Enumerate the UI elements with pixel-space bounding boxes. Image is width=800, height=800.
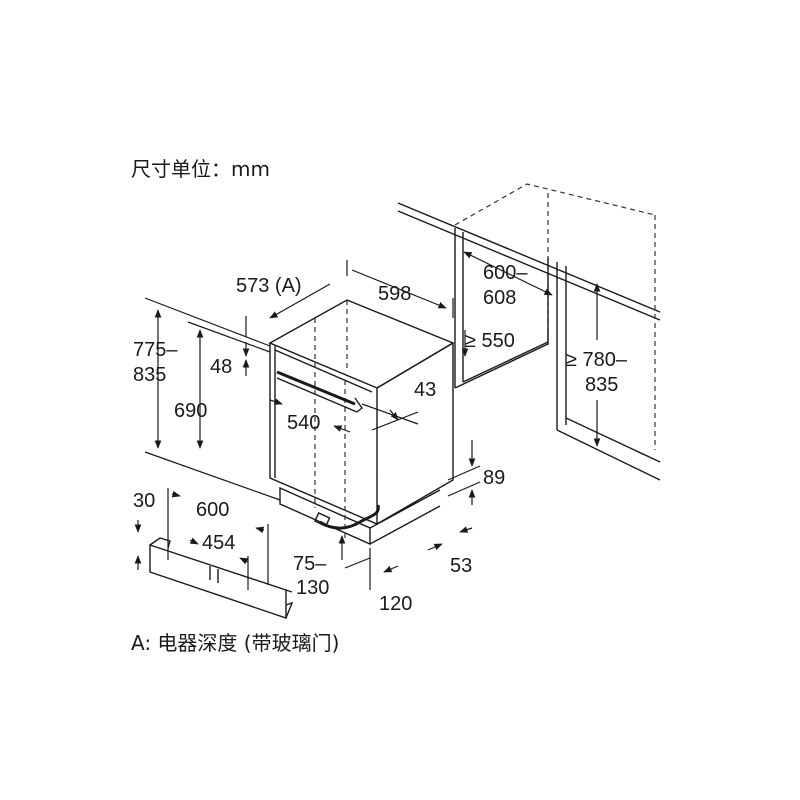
- dishwasher-body: [268, 299, 455, 546]
- door-width-label: 540: [287, 412, 320, 434]
- niche-height-label-top: ≥ 780–: [566, 349, 628, 371]
- kick-inner-label: 454: [202, 532, 235, 554]
- niche-width-label-top: 600–: [483, 262, 528, 284]
- niche-height-label-bottom: 835: [585, 374, 618, 396]
- niche-width-label-bottom: 608: [483, 287, 516, 309]
- footnote: A: 电器深度 (带玻璃门): [131, 631, 339, 655]
- door-inset-label: 43: [414, 379, 436, 401]
- dimension-lines: [134, 251, 601, 590]
- depth-label: 573 (A): [236, 275, 302, 297]
- plinth-depth-label: 53: [450, 555, 472, 577]
- rear-offset-label: 120: [379, 593, 412, 615]
- foot-range-label-top: 75–: [293, 553, 327, 575]
- foot-range-label-bottom: 130: [296, 577, 329, 599]
- width-label: 598: [378, 283, 411, 305]
- kick-plate: [149, 537, 294, 619]
- hose: [313, 504, 380, 530]
- top-offset-label: 48: [210, 356, 232, 378]
- kick-width-label: 600: [196, 499, 229, 521]
- door-handle: [276, 370, 363, 413]
- niche-depth-label: ≥ 550: [465, 330, 515, 352]
- height-range-label-bottom: 835: [133, 364, 166, 386]
- front-height-label: 690: [174, 400, 207, 422]
- height-range-label-top: 775–: [133, 339, 178, 361]
- niche-cabinet: [454, 228, 661, 481]
- kick-height-label: 30: [133, 490, 155, 512]
- countertop: [397, 183, 661, 450]
- units-caption: 尺寸单位：mm: [131, 157, 270, 181]
- plinth-height-label: 89: [483, 467, 505, 489]
